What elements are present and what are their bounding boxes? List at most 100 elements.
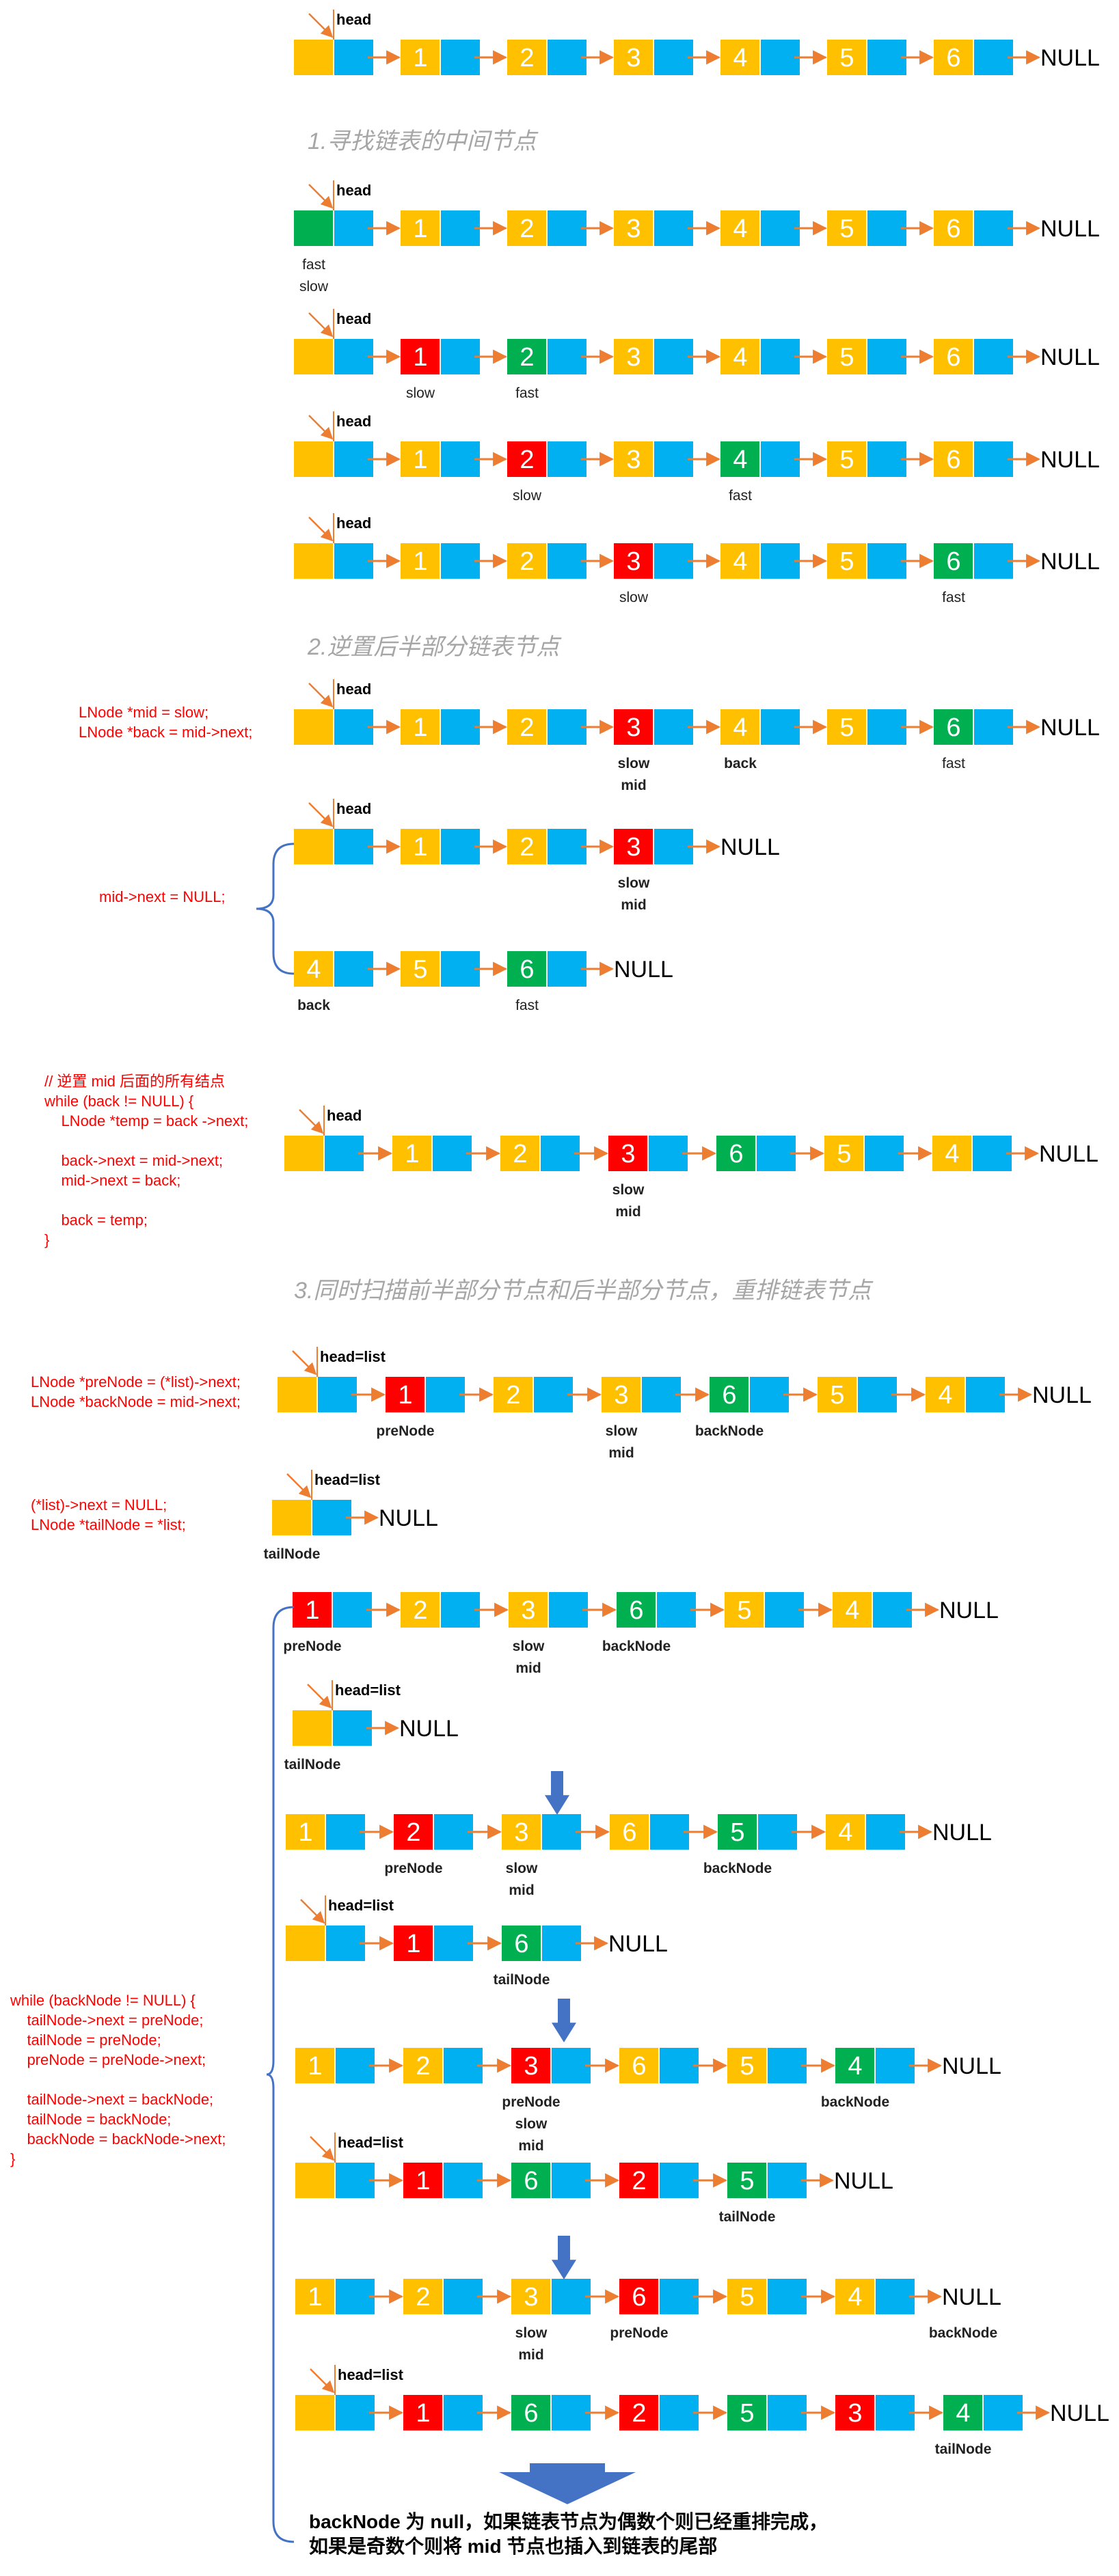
node-value: 6: [524, 2399, 538, 2428]
node-value: 5: [740, 2052, 754, 2081]
node-next-cell: [440, 829, 480, 864]
null-label: NULL: [608, 1931, 668, 1957]
null-label: NULL: [614, 957, 673, 983]
node-data-cell: [827, 339, 867, 374]
node-next-cell: [659, 2048, 699, 2083]
node-data-cell: [507, 40, 547, 75]
node-next-cell: [325, 1814, 365, 1850]
list-node: 2: [403, 2048, 483, 2083]
node-next-cell: [541, 1926, 581, 1961]
node-next-cell: [760, 210, 800, 246]
node-value: 1: [305, 1596, 319, 1625]
pointer-label: backNode: [821, 2094, 889, 2110]
list-node: 2: [619, 2163, 699, 2198]
node-data-cell: [286, 1926, 325, 1961]
node-value: 6: [524, 2167, 538, 2195]
pointer-label: mid: [621, 897, 646, 913]
node-next-cell: [653, 339, 693, 374]
node-value: 3: [524, 2283, 538, 2312]
node-data-cell: [507, 210, 547, 246]
node-data-cell: [511, 2048, 551, 2083]
head-pointer-arrow: [308, 802, 334, 827]
node-value: 2: [632, 2167, 646, 2195]
section-title: 2.逆置后半部分链表节点: [307, 634, 562, 660]
list-node: [294, 40, 373, 75]
node-data-cell: [294, 210, 334, 246]
null-label: NULL: [1039, 1141, 1098, 1167]
node-value: 1: [406, 1930, 420, 1958]
node-data-cell: [926, 1377, 965, 1412]
node-data-cell: [827, 40, 867, 75]
node-next-cell: [335, 2395, 375, 2430]
node-next-cell: [547, 951, 587, 987]
list-node: 1: [286, 1814, 365, 1850]
list-node: 5: [827, 441, 906, 477]
node-data-cell: [507, 709, 547, 745]
node-next-cell: [867, 441, 906, 477]
list-node: 2: [401, 1592, 480, 1628]
node-data-cell: [826, 1814, 865, 1850]
node-value: 4: [838, 1818, 852, 1847]
null-label: NULL: [932, 1820, 992, 1846]
pointer-label: slow: [618, 756, 650, 771]
pointer-label: preNode: [502, 2094, 560, 2110]
null-label: NULL: [1040, 45, 1100, 71]
node-data-cell: [716, 1136, 756, 1171]
list-node: 4: [926, 1377, 1005, 1412]
node-next-cell: [865, 1814, 905, 1850]
code-block: mid->next = NULL;: [99, 888, 226, 905]
node-data-cell: [502, 1814, 541, 1850]
node-data-cell: [502, 1926, 541, 1961]
node-next-cell: [760, 709, 800, 745]
list-node: 3: [502, 1814, 581, 1850]
node-value: 6: [520, 955, 534, 984]
pointer-label: preNode: [283, 1639, 341, 1654]
list-node: 6: [934, 40, 1013, 75]
code-line: while (backNode != NULL) {: [10, 1992, 196, 2009]
node-value: 3: [621, 1140, 635, 1168]
pointer-label: fast: [515, 385, 539, 401]
node-data-cell: [293, 1710, 332, 1746]
node-next-cell: [973, 339, 1013, 374]
list-node: [272, 1500, 351, 1535]
head-label: head=list: [338, 2134, 404, 2151]
list-node: 1: [401, 40, 480, 75]
node-value: 4: [733, 446, 747, 474]
list-node: 3: [614, 441, 693, 477]
code-line: LNode *tailNode = *list;: [31, 1516, 186, 1533]
node-data-cell: [294, 339, 334, 374]
pointer-label: slow: [606, 1423, 638, 1439]
list-node: 6: [610, 1814, 689, 1850]
node-value: 2: [416, 2052, 430, 2081]
list-node: 5: [727, 2395, 807, 2430]
pointer-label: fast: [942, 756, 965, 771]
node-next-cell: [332, 1710, 372, 1746]
node-next-cell: [857, 1377, 897, 1412]
node-value: 2: [413, 1596, 427, 1625]
pointer-label: tailNode: [264, 1546, 321, 1562]
node-value: 3: [521, 1596, 535, 1625]
list-node: [286, 1926, 365, 1961]
node-value: 5: [839, 446, 854, 474]
null-label: NULL: [1040, 344, 1100, 370]
node-next-cell: [757, 1814, 797, 1850]
node-value: 2: [520, 44, 534, 72]
node-data-cell: [507, 339, 547, 374]
node-data-cell: [614, 709, 653, 745]
node-value: 3: [848, 2399, 862, 2428]
node-value: 6: [946, 44, 960, 72]
node-data-cell: [294, 441, 334, 477]
code-line: // 逆置 mid 后面的所有结点: [44, 1073, 225, 1090]
list-node: 5: [827, 339, 906, 374]
node-data-cell: [932, 1136, 972, 1171]
node-data-cell: [720, 709, 760, 745]
list-node: 4: [720, 709, 800, 745]
node-value: 1: [308, 2283, 322, 2312]
list-node: 4: [943, 2395, 1023, 2430]
node-value: 1: [413, 215, 427, 243]
list-node: 4: [932, 1136, 1012, 1171]
pointer-label: mid: [515, 1660, 541, 1676]
node-data-cell: [295, 2163, 335, 2198]
